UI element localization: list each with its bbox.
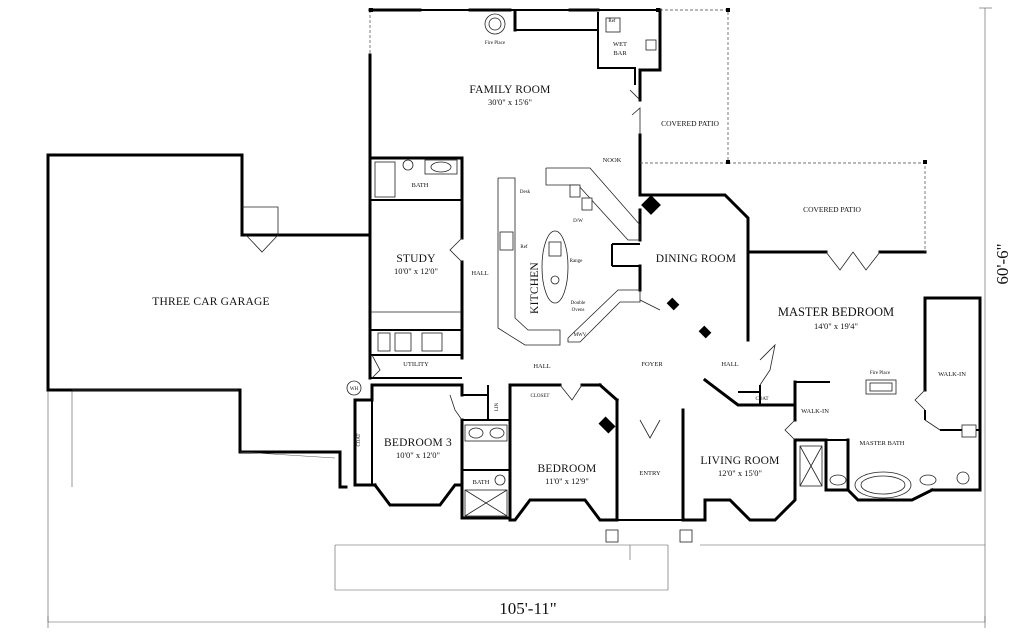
double-ovens-label-2: Ovens <box>572 308 585 313</box>
width-dimension: 105'-11" <box>499 599 557 618</box>
master-bedroom-dims: 14'0" x 19'4" <box>814 321 858 331</box>
coat-right-label: COAT <box>755 397 768 402</box>
fire-place-label: Fire Place <box>485 41 506 46</box>
fixtures <box>346 13 977 543</box>
study-name: STUDY <box>396 253 436 265</box>
small-labels: Fire Place WET BAR Ref COVERED PATIO COV… <box>350 19 966 486</box>
coat-left-label: COAT <box>357 433 362 446</box>
living-room-name: LIVING ROOM <box>700 455 779 467</box>
dimension-lines <box>47 7 992 628</box>
doors <box>370 89 941 441</box>
bath-bottom-label: BATH <box>473 479 490 486</box>
bath-top-label: BATH <box>412 182 429 189</box>
garage-name: THREE CAR GARAGE <box>152 296 270 308</box>
wet-bar-label: WET <box>613 41 627 48</box>
ref-kitchen-label: Ref <box>520 245 528 250</box>
study-dims: 10'0" x 12'0" <box>394 266 438 276</box>
bedroom3-name: BEDROOM 3 <box>384 437 452 449</box>
closet-label: CLOSET <box>531 394 550 399</box>
utility-label: UTILITY <box>403 361 429 368</box>
family-room-name: FAMILY ROOM <box>469 84 550 96</box>
entry-label: ENTRY <box>639 470 661 477</box>
wh-label: WH <box>350 387 359 392</box>
double-ovens-label: Double <box>571 301 587 306</box>
desk-label: Desk <box>520 190 531 195</box>
room-labels: FAMILY ROOM 30'0" x 15'6" STUDY 10'0" x … <box>152 84 894 486</box>
kitchen-name: KITCHEN <box>529 262 541 314</box>
dining-room-name: DINING ROOM <box>656 253 736 265</box>
overall-dimensions: 105'-11" 60'-6" <box>499 243 1012 618</box>
covered-patio-outline <box>369 8 927 252</box>
hall-right-label: HALL <box>721 361 738 368</box>
master-bedroom-name: MASTER BEDROOM <box>778 305 894 319</box>
linen-label: LIN <box>495 402 500 411</box>
walk-in-left-label: WALK-IN <box>801 408 829 415</box>
hall-bottom-left-label: HALL <box>533 363 550 370</box>
covered-patio-2-label: COVERED PATIO <box>803 205 861 214</box>
walk-in-right-label: WALK-IN <box>938 371 966 378</box>
bedroom3-dims: 10'0" x 12'0" <box>396 450 440 460</box>
ref-top-label: Ref <box>608 19 616 24</box>
covered-patio-1-label: COVERED PATIO <box>661 119 719 128</box>
nook-label: NOOK <box>603 157 622 164</box>
bedroom-name: BEDROOM <box>538 463 597 475</box>
wet-bar-label-2: BAR <box>613 50 627 57</box>
walls <box>353 8 982 522</box>
garage <box>46 153 372 489</box>
hall-left-label: HALL <box>471 270 488 277</box>
mwv-label: MWV <box>574 333 587 338</box>
dw-label: D/W <box>573 219 583 224</box>
living-room-dims: 12'0" x 15'0" <box>718 468 762 478</box>
master-bath-label: MASTER BATH <box>860 440 905 447</box>
fire-place-master-label: Fire Place <box>870 371 891 376</box>
foyer-label: FOYER <box>641 361 663 368</box>
range-label: Range <box>570 259 584 264</box>
bedroom-dims: 11'0" x 12'9" <box>545 476 589 486</box>
family-room-dims: 30'0" x 15'6" <box>488 97 532 107</box>
depth-dimension: 60'-6" <box>993 243 1012 284</box>
